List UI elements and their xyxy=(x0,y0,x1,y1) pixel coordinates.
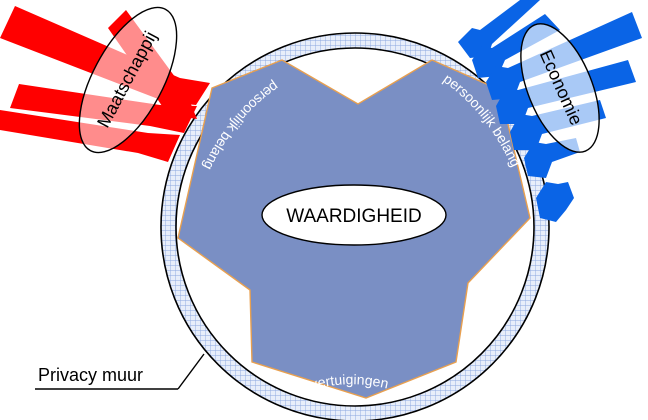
blue-arrow-1 xyxy=(458,0,540,58)
center-ellipse xyxy=(261,184,447,246)
wall-label-pointer xyxy=(177,353,205,390)
blue-arrow-7 xyxy=(536,182,574,222)
right-force-ellipse xyxy=(520,23,600,153)
wall-label: Privacy muur xyxy=(38,365,143,385)
left-force-ellipse xyxy=(78,6,178,154)
center-label: WAARDIGHEID xyxy=(286,206,421,227)
